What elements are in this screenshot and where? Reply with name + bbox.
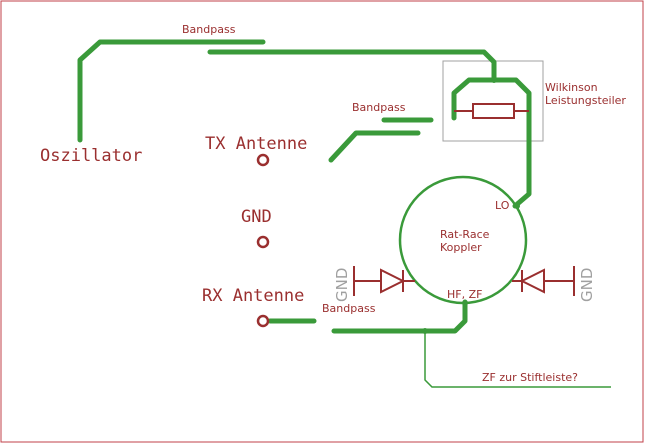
bandpass-rx-label: Bandpass [322,302,376,315]
bandpass-tx-label: Bandpass [352,101,406,114]
hf-zf-port-label: HF, ZF [447,288,482,301]
zf-output-label: ZF zur Stiftleiste? [482,371,578,384]
gnd-pad [256,235,270,249]
bandpass-tx-trace [328,117,434,163]
bandpass-rx-trace [267,299,611,388]
diode-right [512,266,575,296]
vias [422,77,520,334]
gnd-pad-label: GND [241,207,272,227]
wilkinson-resistor [472,103,515,119]
rat-race-label-line1: Rat-Race [440,228,490,241]
gnd-left-label: GND [333,268,351,302]
wilkinson-label-line1: Wilkinson [545,81,598,94]
bandpass-top-trace [77,39,497,143]
tx-antenna-pad [256,153,270,167]
gnd-right-label: GND [578,268,596,302]
bandpass-top-label: Bandpass [182,23,236,36]
lo-port-label: LO [495,199,510,212]
rx-antenna-pad [256,314,270,328]
oscillator-label: Oszillator [40,146,142,166]
rat-race-label-line2: Koppler [440,241,482,254]
wilkinson-traces [451,77,532,209]
wilkinson-label-line2: Leistungsteiler [545,94,626,107]
rx-antenna-label: RX Antenne [202,286,304,306]
tx-antenna-label: TX Antenne [205,134,307,154]
diode-left [353,266,415,296]
